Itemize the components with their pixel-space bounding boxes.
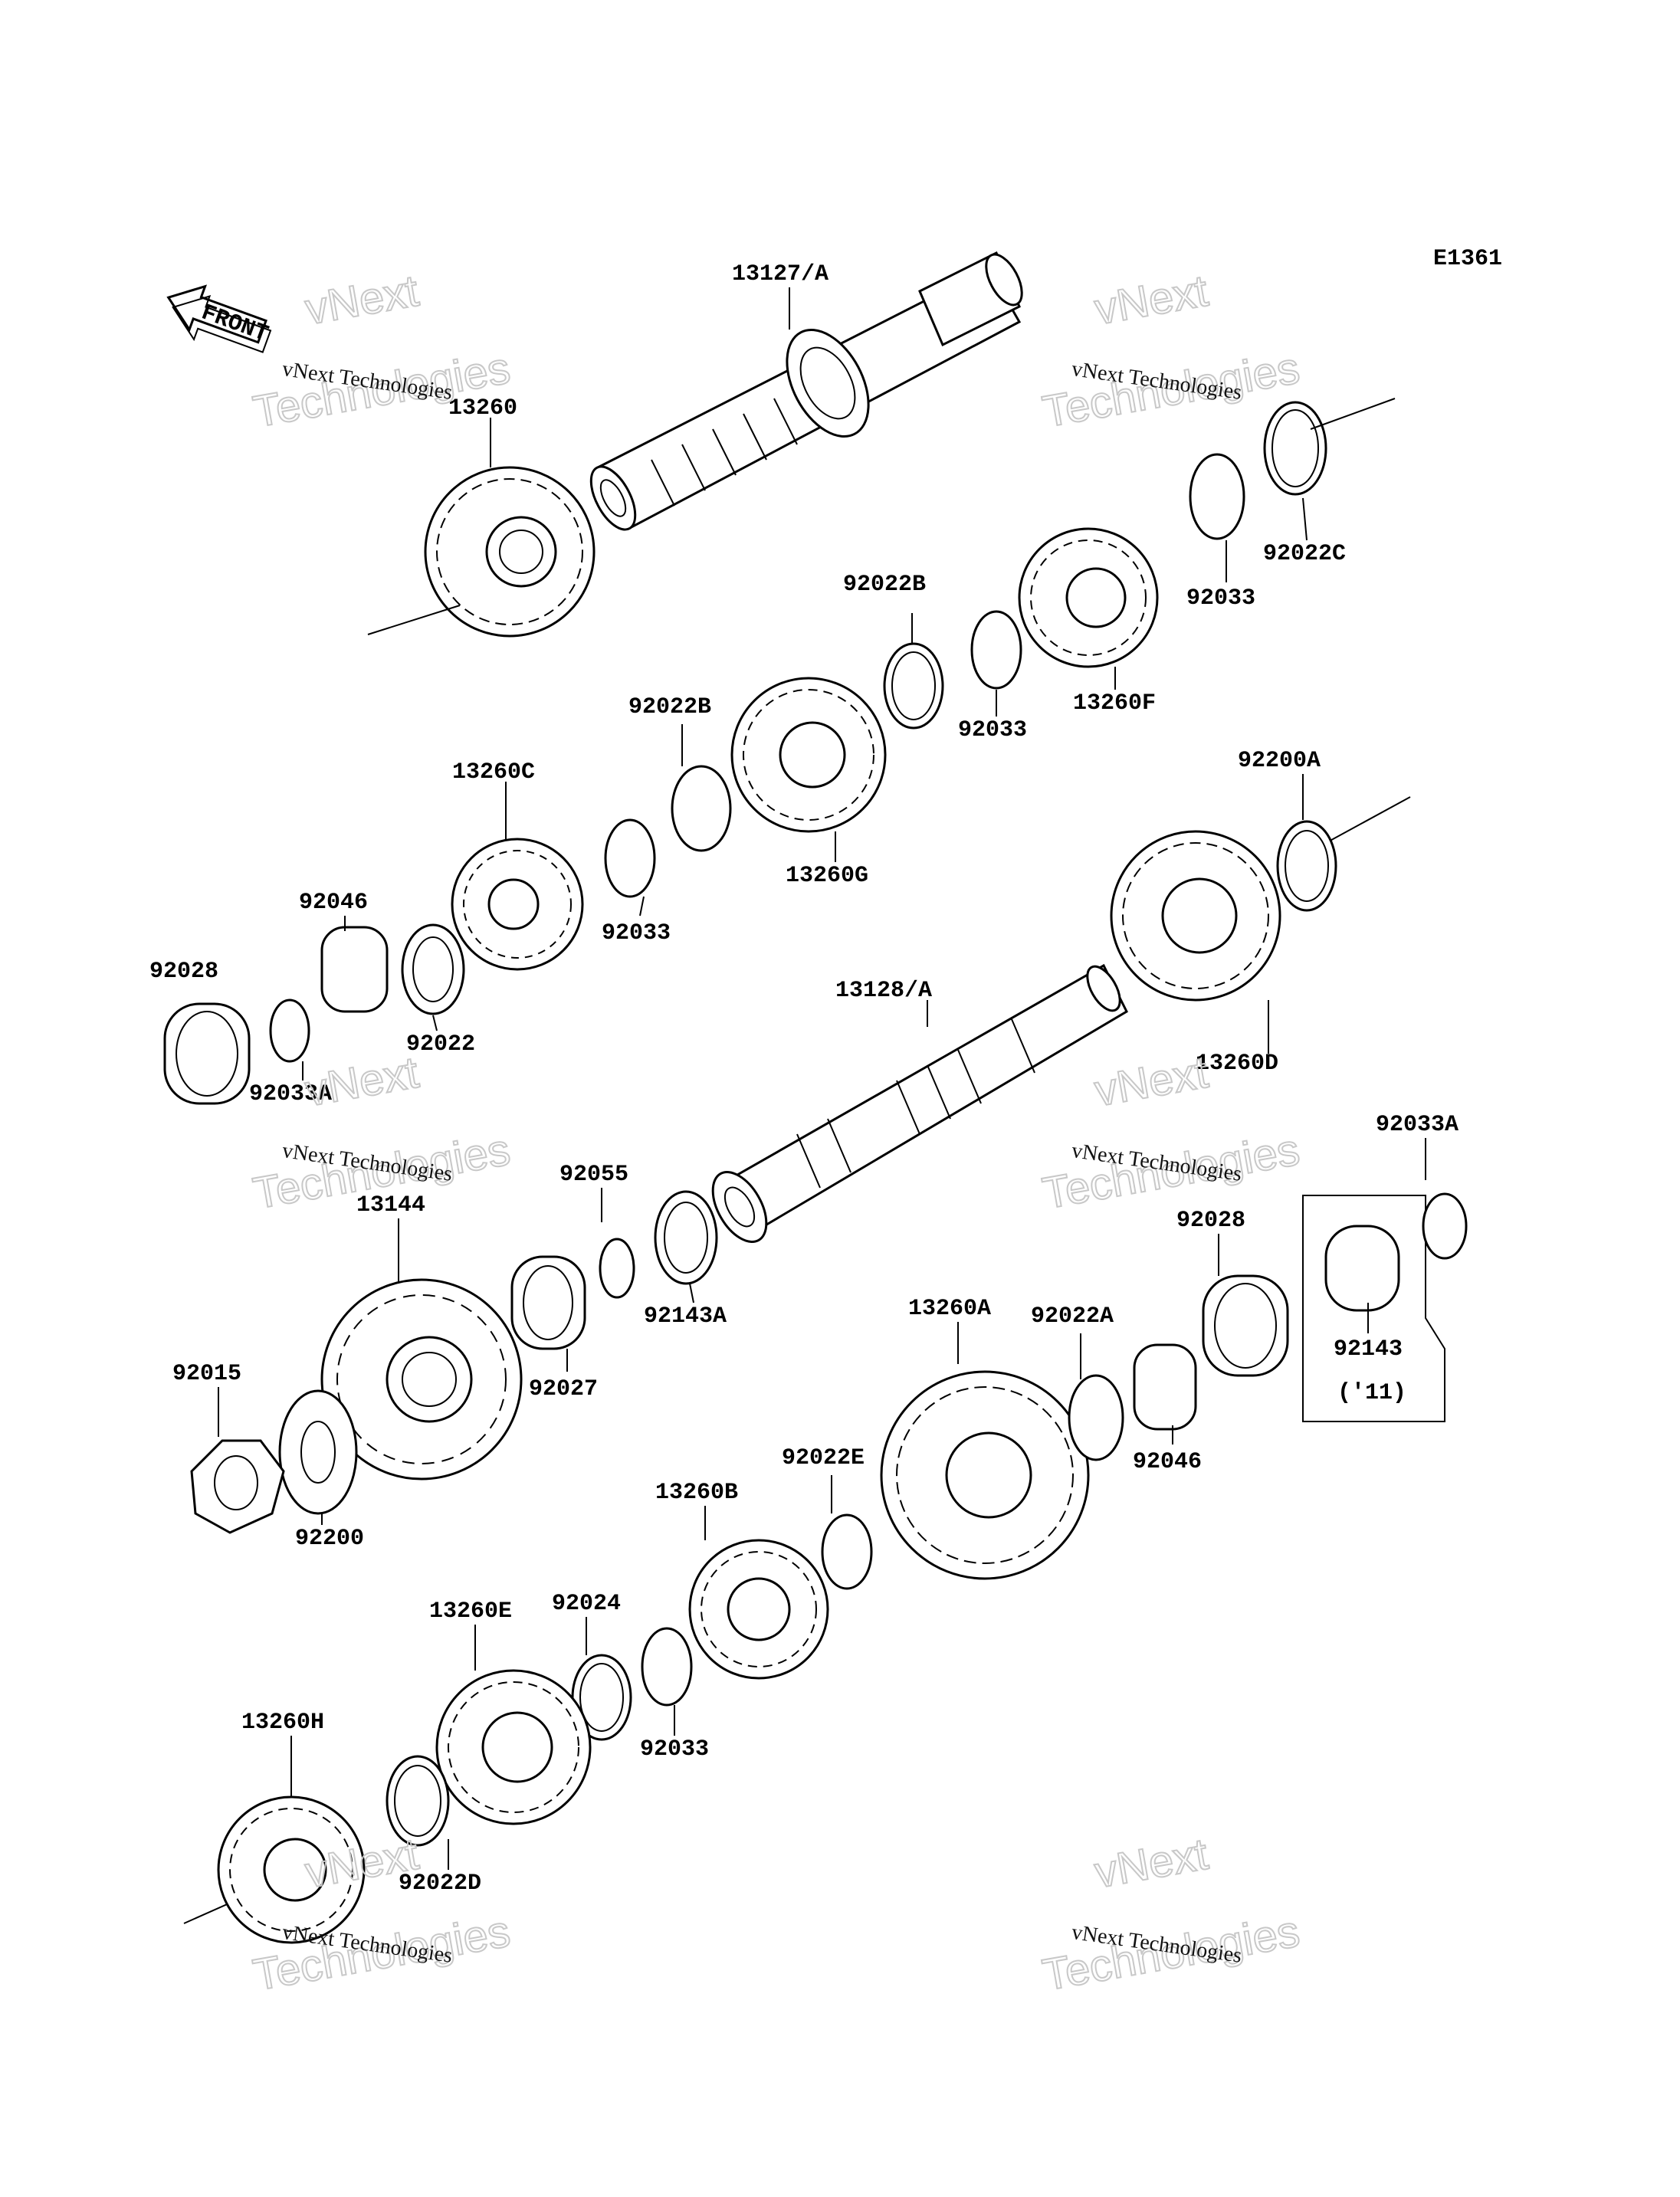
washer-92022 xyxy=(401,923,465,1015)
diagram-code: E1361 xyxy=(1433,246,1502,272)
svg-text:vNext: vNext xyxy=(1091,1048,1211,1117)
callout-label: 92022A xyxy=(1031,1303,1114,1330)
callout-label: 92046 xyxy=(1133,1449,1202,1475)
callout-label: 92015 xyxy=(172,1361,241,1387)
output-shaft xyxy=(711,963,1128,1244)
callout-label: 13260A xyxy=(908,1296,991,1322)
callout-label: 92027 xyxy=(529,1376,598,1402)
washer-92022b-b xyxy=(671,765,732,852)
callout-label: 13144 xyxy=(356,1192,425,1218)
gear-13260g xyxy=(730,677,887,833)
svg-text:vNext: vNext xyxy=(301,266,422,335)
callout-label: 92200A xyxy=(1238,748,1321,774)
svg-text:vNext: vNext xyxy=(301,1048,422,1117)
callout-label: 92033 xyxy=(958,717,1027,743)
callout-label: 92046 xyxy=(299,890,368,916)
gear-13260f xyxy=(1018,527,1159,668)
front-arrow-icon: FRONT xyxy=(166,284,272,353)
watermark: vNext Technologies vNext Technologies vN… xyxy=(249,265,1304,2002)
circlip-92033a-b xyxy=(1422,1192,1468,1260)
circlip-92033-d xyxy=(641,1627,693,1707)
gear-13260h xyxy=(217,1795,366,1944)
callout-label: 92143 xyxy=(1334,1336,1403,1362)
needle-bearing-92046 xyxy=(320,926,389,1013)
washer-92022c xyxy=(1263,401,1327,496)
circlip-92033 xyxy=(1189,453,1245,540)
callout-label: 92055 xyxy=(559,1162,628,1188)
sprocket-13144 xyxy=(320,1278,523,1481)
callout-label: 13127/A xyxy=(732,261,829,287)
washer-92022b xyxy=(883,642,944,730)
washer-92022a xyxy=(1068,1374,1124,1461)
oil-seal-92143 xyxy=(1324,1225,1400,1312)
o-ring-92055 xyxy=(599,1238,635,1299)
callout-label: 13260C xyxy=(452,759,535,785)
callout-label: 92024 xyxy=(552,1591,621,1617)
callout-label: 92028 xyxy=(149,959,218,985)
gear-13260d xyxy=(1110,830,1281,1002)
front-label: FRONT xyxy=(198,300,271,348)
callout-label: 92143A xyxy=(644,1303,727,1330)
callout-label: 13260B xyxy=(655,1480,738,1506)
callout-label: 92028 xyxy=(1176,1208,1245,1234)
callout-label: 92033A xyxy=(249,1081,332,1107)
input-shaft xyxy=(589,251,1023,531)
callout-label: 13260 xyxy=(448,395,517,421)
callout-label: 92022C xyxy=(1263,541,1346,567)
callout-label: 92022D xyxy=(399,1871,481,1897)
inset-box xyxy=(1302,1195,1445,1422)
callout-label: 13260H xyxy=(241,1710,324,1736)
svg-text:vNext: vNext xyxy=(1091,1829,1211,1898)
callout-label: 13260G xyxy=(786,863,868,889)
circlip-92033a xyxy=(269,998,310,1063)
washer-92200a xyxy=(1276,820,1337,912)
circlip-92033-c xyxy=(604,818,656,898)
callout-label: 92022 xyxy=(406,1031,475,1058)
gear-13260e xyxy=(435,1669,592,1825)
washer-92022e xyxy=(821,1513,873,1590)
callout-label: 92033 xyxy=(640,1736,709,1763)
callout-label: 13260F xyxy=(1073,690,1156,716)
gear-13260c xyxy=(451,838,584,971)
gear-13260 xyxy=(424,466,596,638)
bearing-92028 xyxy=(163,1002,251,1105)
svg-text:vNext: vNext xyxy=(1091,266,1211,335)
callout-label: 92022B xyxy=(843,572,926,598)
gear-13260a xyxy=(880,1370,1090,1580)
nut-92015 xyxy=(190,1439,285,1534)
callout-label: 92033A xyxy=(1376,1112,1459,1138)
circlip-92033-b xyxy=(970,610,1022,690)
callout-label: 92033 xyxy=(602,920,671,946)
callout-labels: 13127/A 13260 92022C 92033 92022B 92033 … xyxy=(149,261,1459,1897)
lockwasher-92200 xyxy=(278,1389,358,1515)
bearing-92028-b xyxy=(1202,1274,1289,1377)
callout-label: 13260E xyxy=(429,1599,512,1625)
callout-label: 13260D xyxy=(1196,1051,1278,1077)
leader-lines xyxy=(218,287,1426,1870)
callout-label: 13128/A xyxy=(835,978,932,1004)
callout-label: 92200 xyxy=(295,1526,364,1552)
gear-13260b xyxy=(688,1539,829,1680)
callout-label: ('11) xyxy=(1337,1380,1406,1406)
needle-bearing-92046-b xyxy=(1133,1343,1197,1431)
callout-label: 92022E xyxy=(782,1445,865,1471)
oil-seal-92143a xyxy=(654,1190,718,1285)
callout-label: 92033 xyxy=(1186,585,1255,612)
callout-label: 92022B xyxy=(628,694,711,720)
washer-92022d xyxy=(386,1755,450,1847)
